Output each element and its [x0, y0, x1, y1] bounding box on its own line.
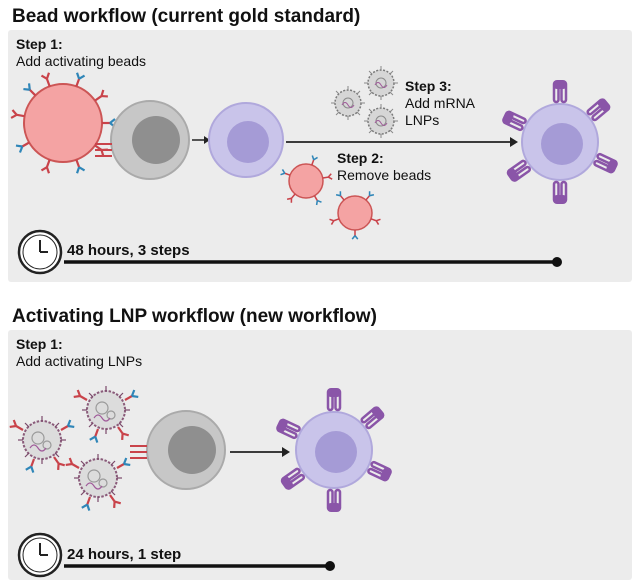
removed-bead	[279, 154, 382, 240]
bead-step3-text-line1: Add mRNA	[405, 95, 476, 111]
clock-icon	[17, 532, 63, 578]
timeline-bar	[64, 561, 335, 571]
activating-lnp	[10, 386, 139, 511]
main-arrow	[286, 137, 518, 147]
t-cell	[95, 100, 190, 180]
lnp-step1-label: Step 1: Add activating LNPs	[16, 336, 142, 370]
mrna-lnp	[330, 65, 399, 139]
lnp-workflow-title: Activating LNP workflow (new workflow)	[12, 306, 377, 327]
t-cell	[130, 410, 226, 490]
bead-step2-text: Remove beads	[337, 167, 432, 183]
timeline-bar	[64, 257, 562, 267]
car-t-cell	[275, 388, 393, 512]
lnp-step1-heading: Step 1:	[16, 336, 63, 352]
clock-icon	[17, 229, 63, 275]
bead-step1-label: Step 1: Add activating beads	[16, 36, 146, 70]
bead-step2-heading: Step 2:	[337, 150, 384, 166]
main-arrow	[230, 447, 290, 457]
lnp-time-label: 24 hours, 1 step	[67, 546, 182, 563]
resting-activated-cell	[208, 102, 284, 178]
arrow-small	[192, 136, 210, 144]
lnp-step1-text: Add activating LNPs	[16, 353, 143, 369]
bead-time-label: 48 hours, 3 steps	[67, 242, 190, 259]
bead-step3-heading: Step 3:	[405, 78, 452, 94]
bead-step3-label: Step 3: Add mRNA LNPs	[405, 78, 475, 129]
activating-bead	[9, 71, 117, 175]
bead-step3-text-line2: LNPs	[405, 112, 440, 128]
bead-step1-heading: Step 1:	[16, 36, 63, 52]
bead-step1-text: Add activating beads	[16, 53, 146, 69]
bead-workflow-title: Bead workflow (current gold standard)	[12, 6, 361, 27]
bead-step2-label: Step 2: Remove beads	[337, 150, 431, 184]
car-t-cell	[501, 80, 619, 204]
